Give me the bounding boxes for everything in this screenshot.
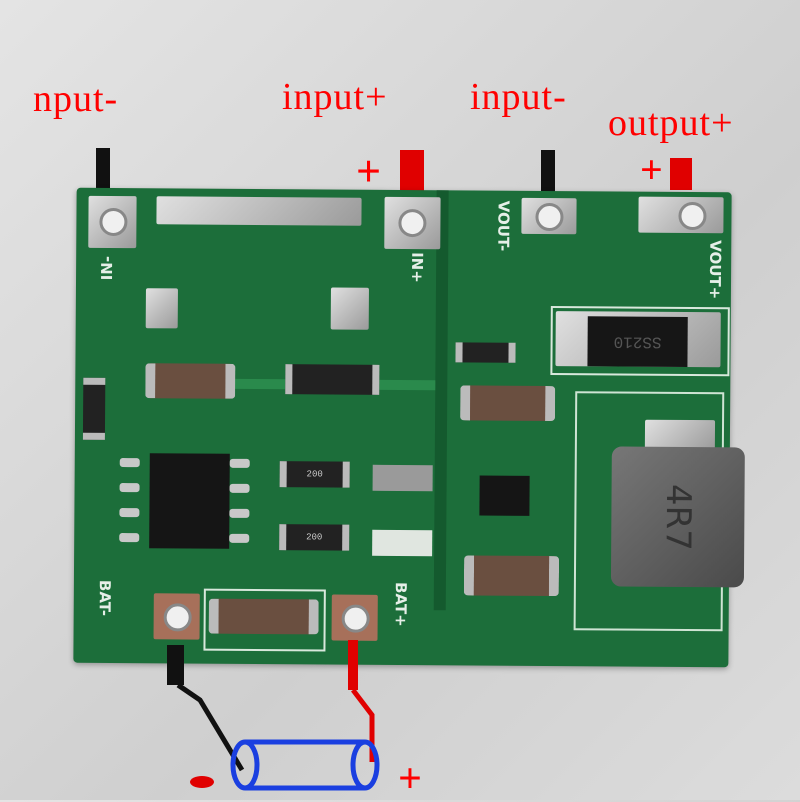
label-input-negative-right: input- <box>470 76 567 118</box>
black-wire-input-neg <box>96 148 110 200</box>
black-wire-input-neg-2 <box>541 150 555 196</box>
black-wire-lead <box>176 682 245 772</box>
black-wire-bat-neg <box>167 645 184 685</box>
label-output-positive: output+ <box>608 102 734 144</box>
battery-plus-label: + <box>398 756 423 802</box>
red-wire-input-pos <box>400 150 424 196</box>
plus-sign-output: + <box>640 147 664 192</box>
plus-sign-input: + <box>356 147 383 196</box>
label-input-negative-left: nput- <box>33 78 119 120</box>
minus-marker <box>190 776 214 788</box>
label-input-positive: input+ <box>282 76 388 118</box>
red-wire-output-pos <box>670 158 692 190</box>
battery-icon <box>230 739 380 791</box>
red-wire-bat-pos <box>348 640 358 690</box>
